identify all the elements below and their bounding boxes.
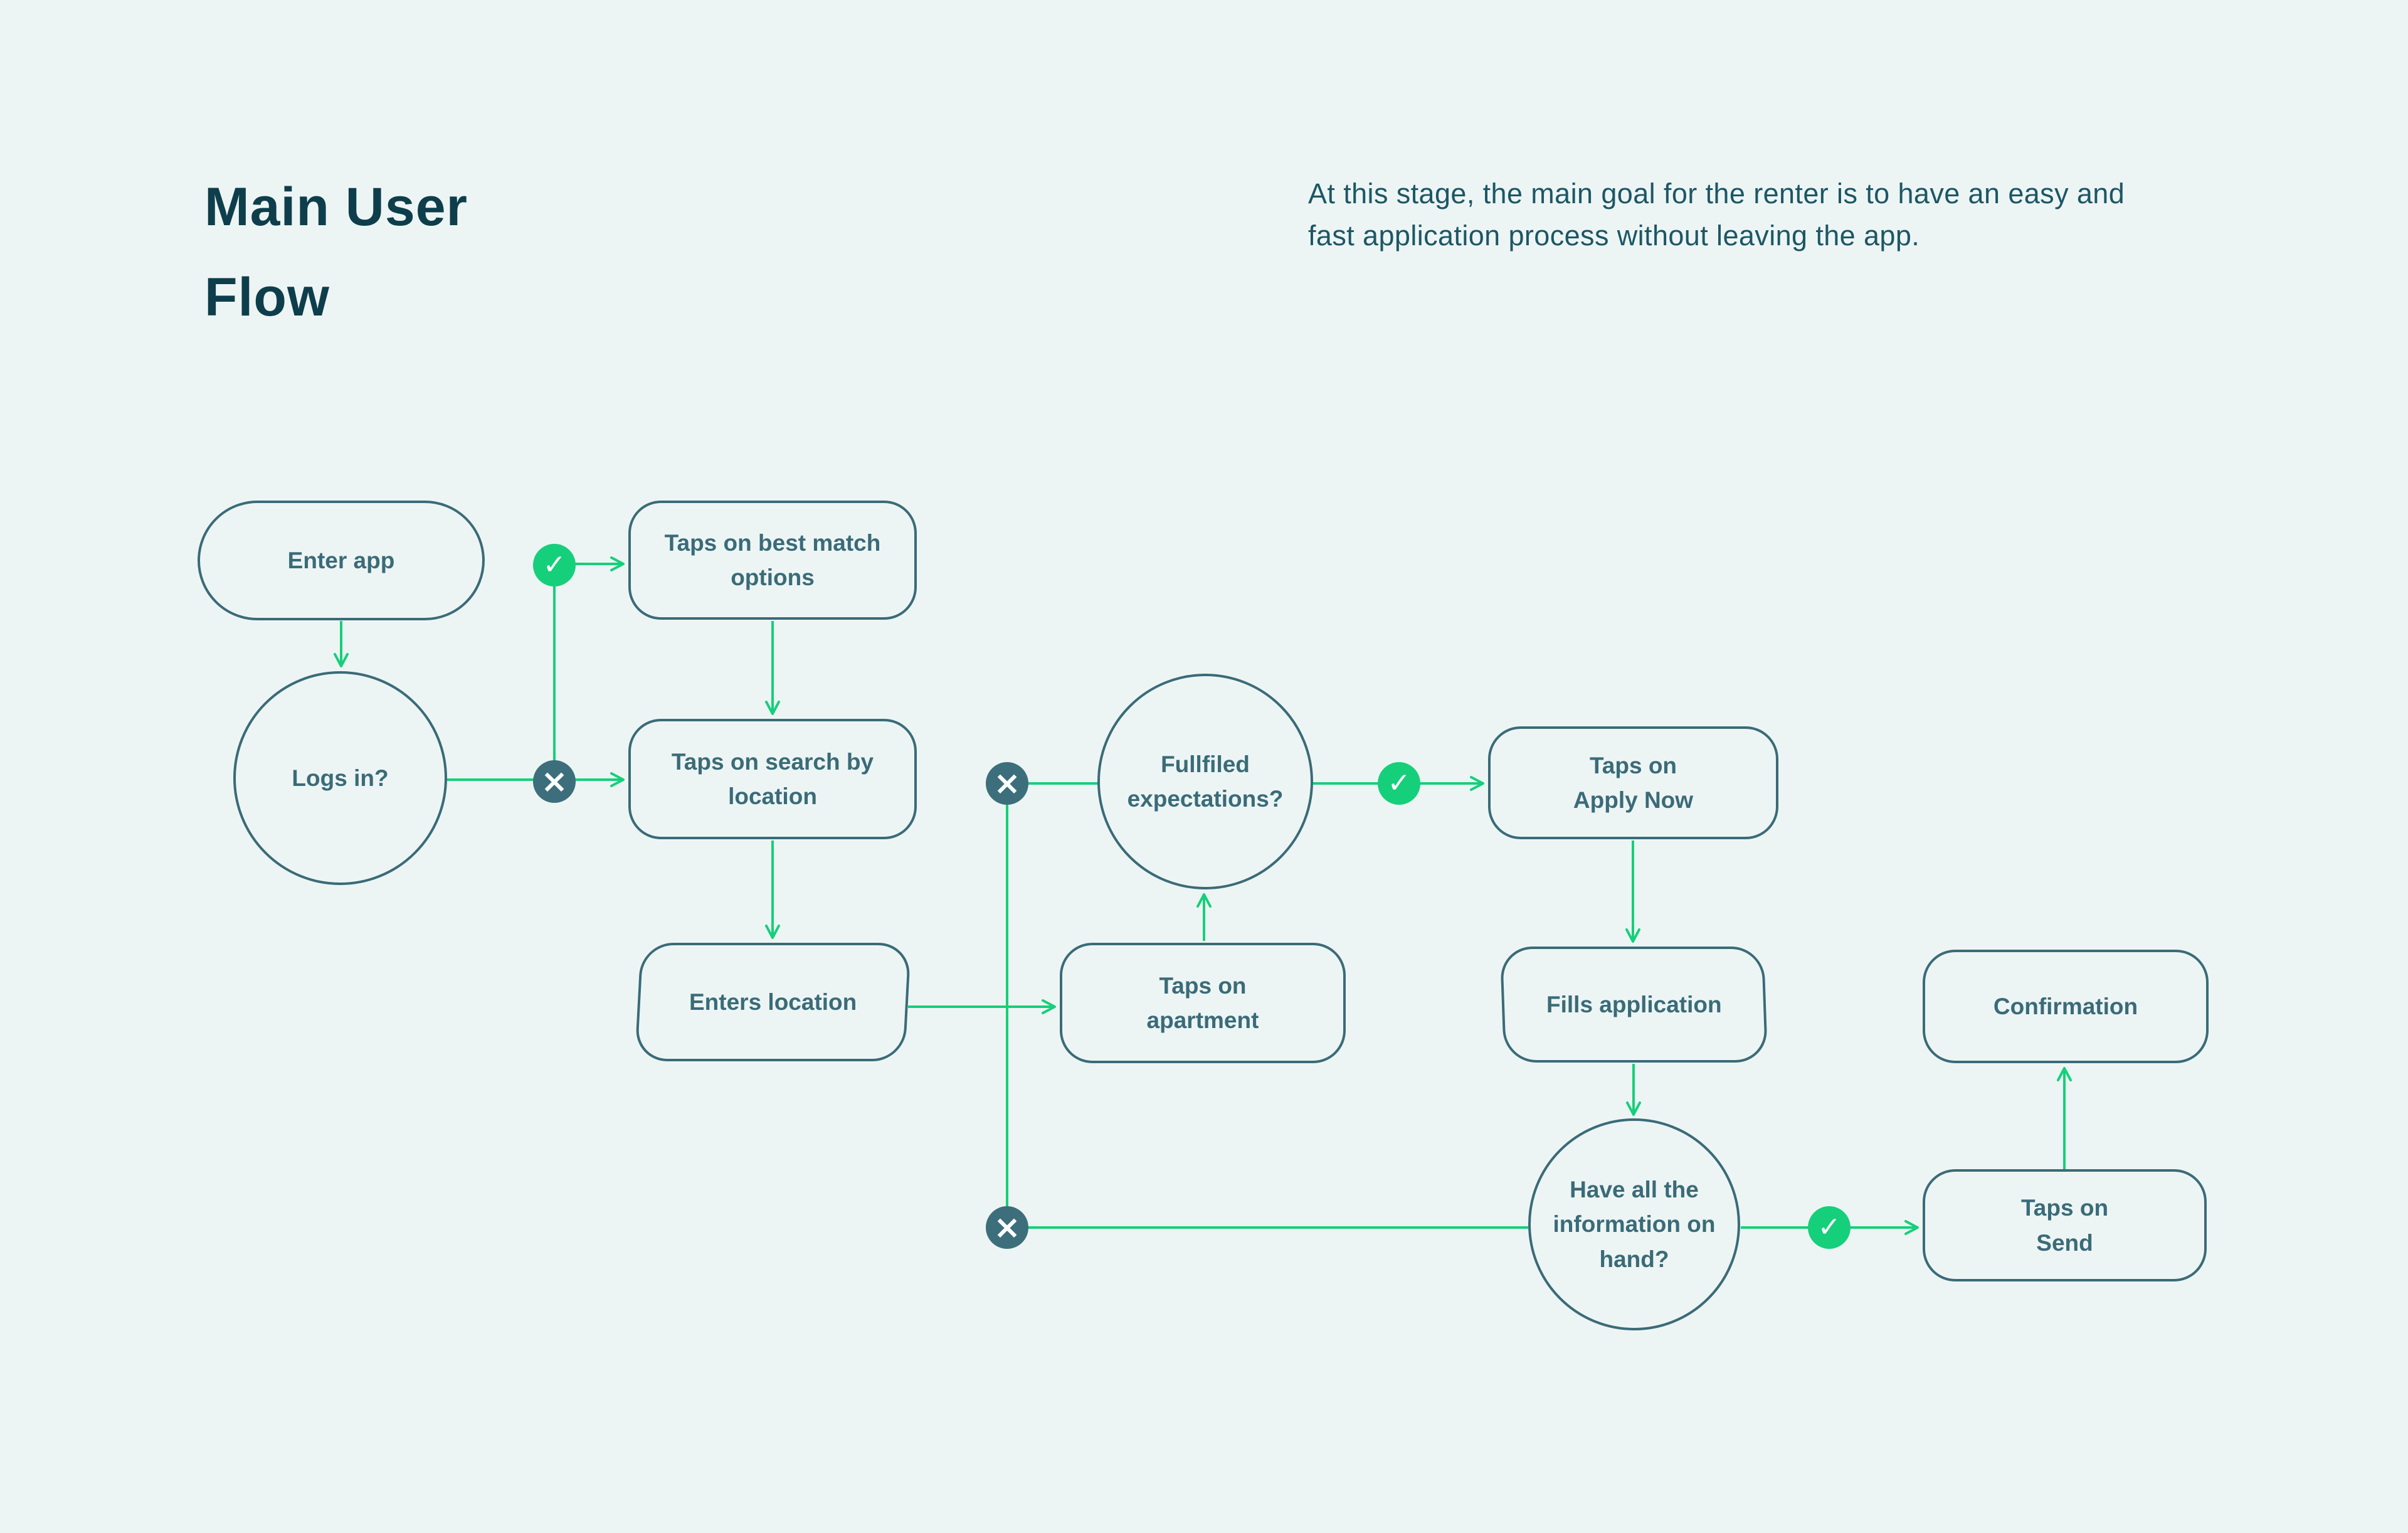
node-enters-location-label: Enters location — [689, 989, 857, 1015]
edge-expectations-no-loop-line — [1006, 782, 1528, 1229]
node-enters-location: Enters location — [635, 943, 911, 1061]
node-taps-search-location-label: Taps on search by location — [671, 748, 874, 810]
node-fullfiled-expectations-label: Fullfiled expectations? — [1127, 751, 1284, 812]
badge-info-yes-check-icon: ✓ — [1808, 1206, 1851, 1249]
node-taps-search-location: Taps on search by location — [628, 719, 917, 839]
node-taps-apartment: Taps on apartment — [1060, 943, 1346, 1063]
node-have-all-info: Have all the information on hand? — [1528, 1118, 1740, 1330]
node-confirmation: Confirmation — [1923, 950, 2209, 1063]
node-have-all-info-label: Have all the information on hand? — [1553, 1176, 1716, 1272]
node-fills-application: Fills application — [1499, 947, 1768, 1063]
badge-login-yes-check-icon: ✓ — [533, 544, 576, 586]
node-enter-app-label: Enter app — [287, 547, 395, 573]
node-taps-apartment-label: Taps on apartment — [1146, 972, 1259, 1034]
badge-login-no-x-icon: × — [533, 760, 576, 803]
node-taps-best-match-label: Taps on best match options — [664, 529, 881, 591]
node-fullfiled-expectations: Fullfiled expectations? — [1097, 674, 1313, 889]
badge-info-no-x-icon: × — [986, 1206, 1028, 1249]
node-logs-in: Logs in? — [233, 671, 447, 885]
node-taps-send-label: Taps on Send — [2020, 1195, 2109, 1256]
node-logs-in-label: Logs in? — [292, 765, 389, 791]
page-title: Main User Flow — [204, 177, 468, 328]
node-fills-application-label: Fills application — [1546, 991, 1722, 1017]
page-description: At this stage, the main goal for the ren… — [1308, 178, 2125, 252]
node-taps-best-match: Taps on best match options — [628, 501, 917, 620]
badge-expectations-yes-check-icon: ✓ — [1378, 762, 1420, 805]
badge-expectations-no-x-icon: × — [986, 762, 1028, 805]
node-taps-apply-now: Taps on Apply Now — [1488, 726, 1778, 839]
node-enter-app: Enter app — [198, 501, 485, 620]
node-taps-apply-now-label: Taps on Apply Now — [1573, 752, 1694, 814]
node-confirmation-label: Confirmation — [1993, 993, 2138, 1019]
node-taps-send: Taps on Send — [1923, 1169, 2207, 1281]
